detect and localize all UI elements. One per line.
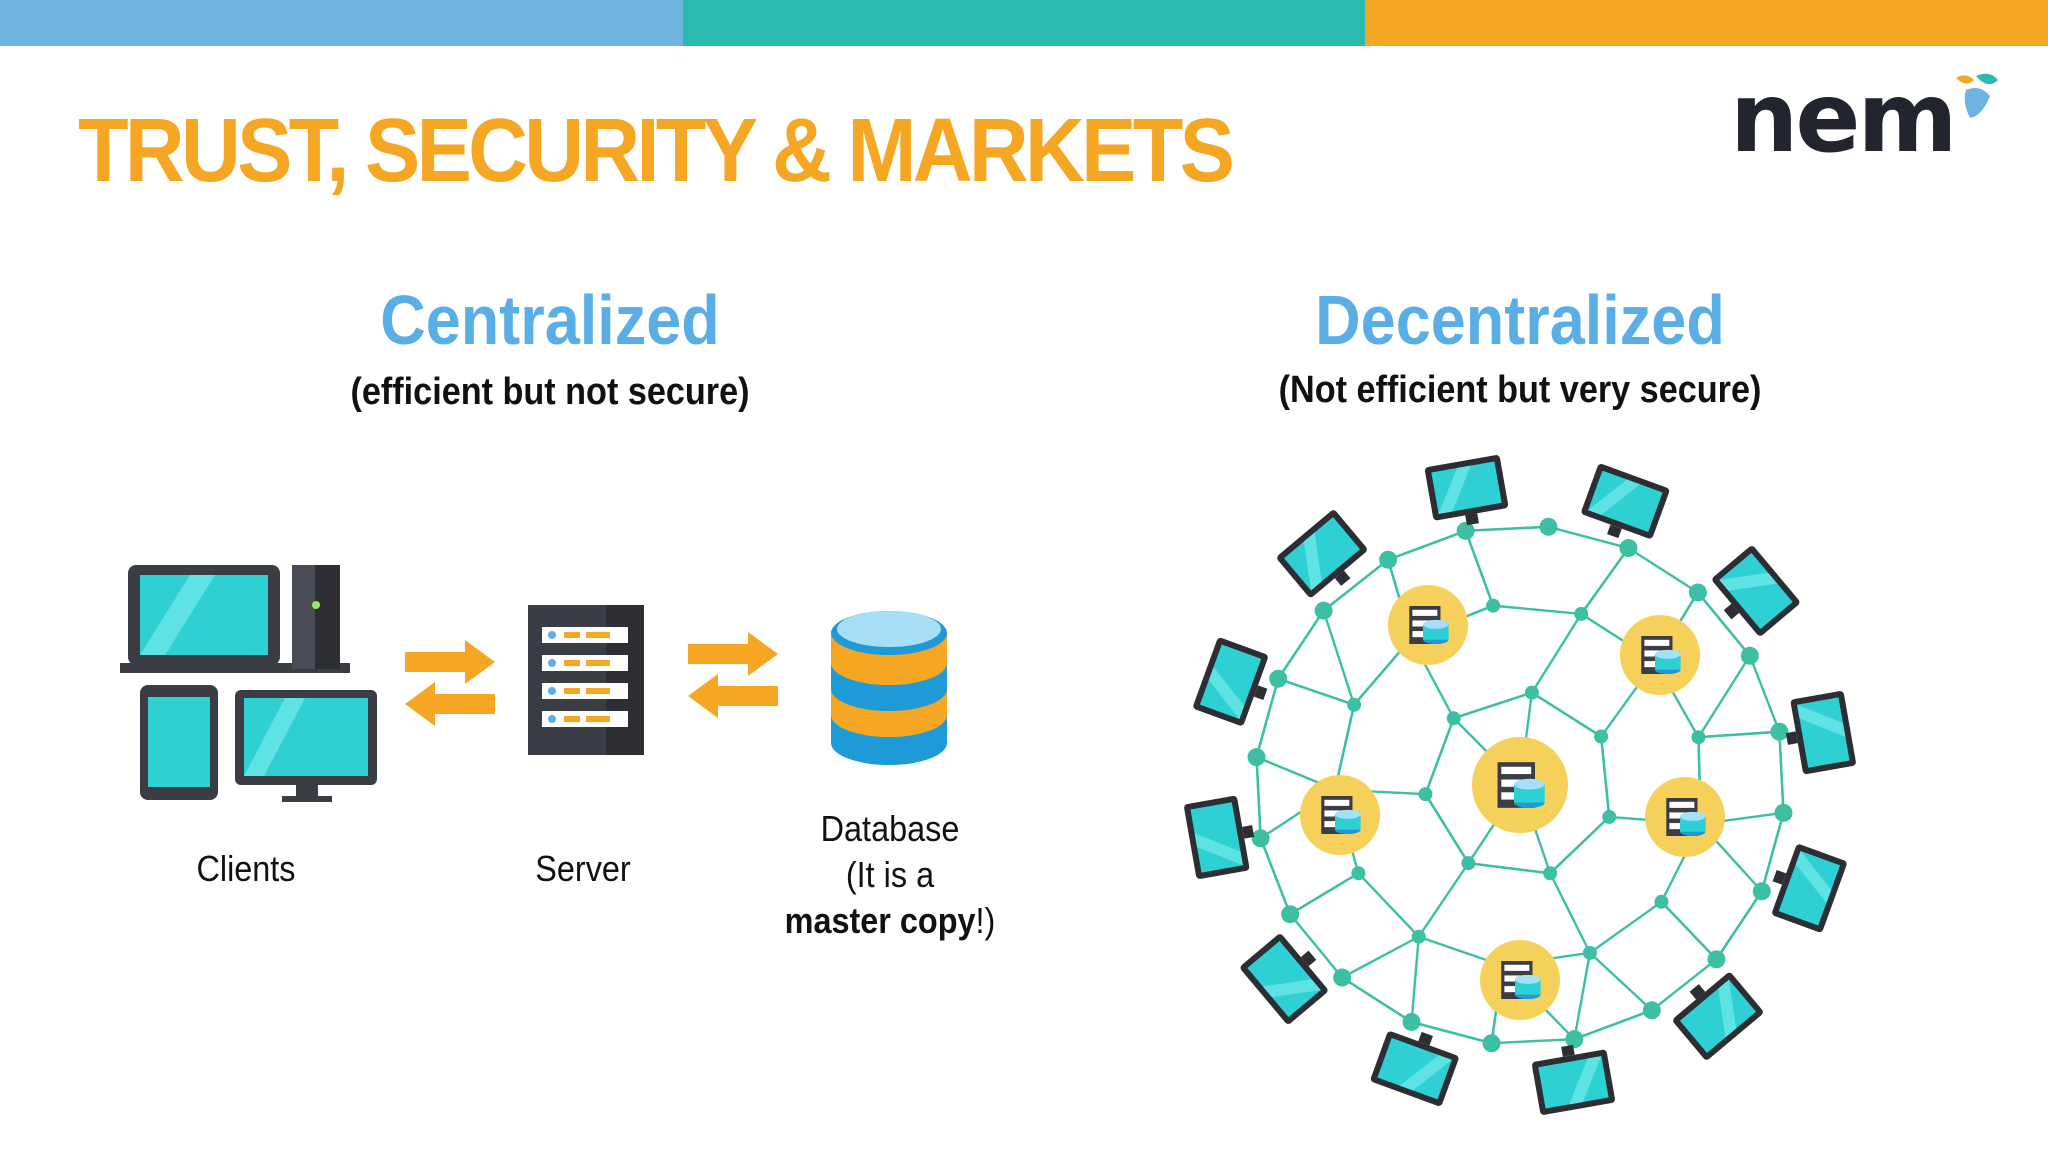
full-node-icon [1620, 615, 1700, 695]
slide-title: TRUST, SECURITY & MARKETS [78, 101, 1235, 201]
full-node-icon [1645, 777, 1725, 857]
database-label: Database (It is a master copy!) [773, 806, 1007, 944]
monitor-icon [1425, 455, 1508, 526]
monitor-icon [1785, 691, 1856, 775]
centralized-heading: Centralized [380, 281, 720, 359]
monitor-icon [1370, 1031, 1459, 1106]
decentralized-heading: Decentralized [1315, 281, 1725, 359]
clients-label: Clients [196, 848, 296, 889]
decentralized-subheading: (Not efficient but very secure) [1278, 369, 1762, 411]
server-label: Server [535, 848, 631, 889]
phone-icon [140, 685, 218, 800]
top-color-bar [0, 0, 2048, 46]
monitor-icon [1240, 934, 1328, 1024]
full-node-icon [1300, 775, 1380, 855]
arrow-icon [688, 632, 778, 718]
full-node-icon [1480, 940, 1560, 1020]
bar-segment-teal [682, 0, 1366, 46]
database-icon [831, 611, 947, 765]
logo-text: nem [1730, 62, 1957, 174]
database-label-line3: master copy!) [773, 898, 1007, 944]
monitor-icon [1581, 464, 1670, 539]
monitor-icon [235, 690, 377, 802]
computer-icon [120, 565, 350, 673]
monitor-icon [1673, 972, 1763, 1060]
bar-segment-orange [1365, 0, 2048, 46]
clients-devices [120, 565, 377, 802]
master-copy-end: !) [975, 900, 996, 941]
monitor-icon [1184, 795, 1255, 879]
logo-mark-icon [1956, 73, 1998, 118]
network-icon [1184, 455, 1856, 1115]
monitor-icon [1532, 1044, 1615, 1115]
database-label-line1: Database [820, 808, 960, 849]
network-nodes [1247, 517, 1793, 1053]
monitor-icon [1193, 637, 1268, 726]
centralized-subheading: (efficient but not secure) [350, 371, 750, 413]
full-node-icon [1472, 737, 1568, 833]
master-copy-text: master copy [784, 900, 976, 941]
monitor-icon [1277, 510, 1367, 598]
database-label-line2: (It is a [845, 854, 935, 895]
arrow-icon [405, 640, 495, 726]
monitor-icon [1772, 844, 1847, 933]
full-node-icon [1388, 585, 1468, 665]
server-icon [528, 605, 644, 755]
bar-segment-blue [0, 0, 683, 46]
monitor-icon [1712, 546, 1800, 636]
